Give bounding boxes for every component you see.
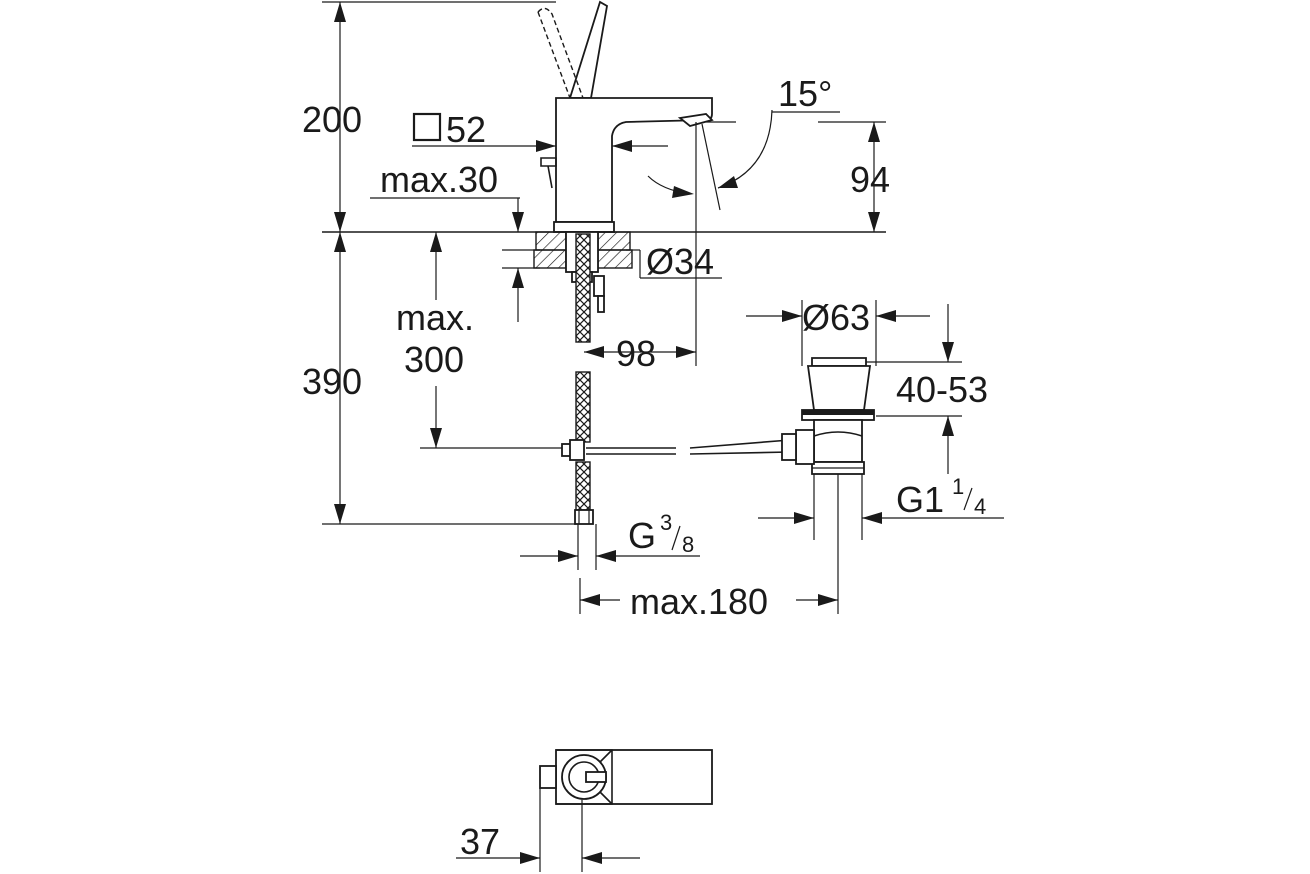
popup-rod bbox=[561, 439, 791, 461]
dim-max180-label: max.180 bbox=[630, 581, 768, 622]
dim-390-label: 390 bbox=[302, 361, 362, 402]
dim-g-label: G bbox=[628, 515, 656, 556]
dim-40-53-label: 40-53 bbox=[896, 369, 988, 410]
dimension-lines bbox=[322, 1, 1004, 614]
dim-300-label: 300 bbox=[404, 339, 464, 380]
dim-g-denominator: 8 bbox=[682, 532, 694, 557]
dim-g1-label: G1 bbox=[896, 479, 944, 520]
dim-g1-denominator: 4 bbox=[974, 494, 986, 519]
mounting-section bbox=[502, 231, 633, 343]
dim-98-label: 98 bbox=[616, 333, 656, 374]
square-icon bbox=[412, 112, 442, 142]
waste-valve bbox=[781, 357, 875, 475]
dim-max-label: max. bbox=[396, 297, 474, 338]
dim-max30-label: max.30 bbox=[380, 159, 498, 200]
dim-diameter63-label: Ø63 bbox=[802, 297, 870, 338]
faucet-side-view bbox=[537, 0, 714, 233]
dim-g1-numerator: 1 bbox=[952, 474, 964, 499]
dim-angle-label: 15° bbox=[778, 73, 832, 114]
dim-g-numerator: 3 bbox=[660, 510, 672, 535]
faucet-top-view bbox=[456, 749, 713, 872]
dim-200-label: 200 bbox=[302, 99, 362, 140]
dim-52-label: 52 bbox=[446, 109, 486, 150]
dim-37-label: 37 bbox=[460, 821, 500, 862]
dim-diameter34-label: Ø34 bbox=[646, 241, 714, 282]
dim-94-label: 94 bbox=[850, 159, 890, 200]
